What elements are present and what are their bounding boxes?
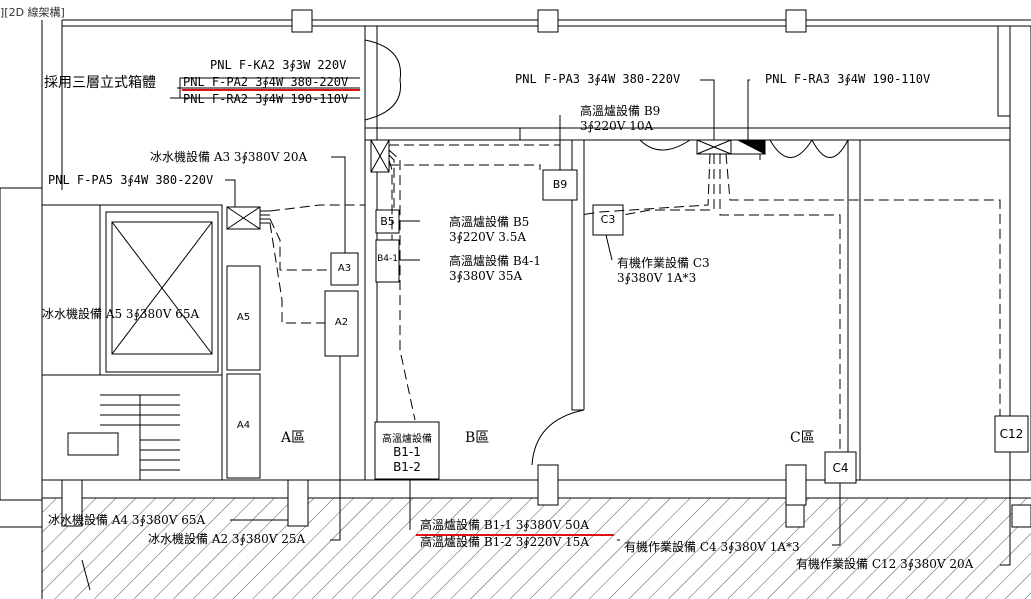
highlight-underlines [182, 89, 614, 536]
hatched-corridor [42, 498, 1031, 599]
box-a5: A5 [236, 312, 251, 323]
leader-lines [170, 77, 1011, 566]
label-b5-line1: 高溫爐設備 B5 [449, 215, 530, 229]
label-a2: 冰水機設備 A2 3∮380V 25A [148, 532, 306, 546]
box-c3: C3 [600, 213, 616, 226]
label-b1-2: 高溫爐設備 B1-2 3∮220V 15A [420, 535, 589, 549]
b-equipment-boxes [374, 169, 578, 480]
panel-pa3-label: PNL F-PA3 3∮4W 380-220V [515, 72, 681, 86]
box-b1-2: B1-2 [393, 460, 421, 474]
top-columns [291, 9, 807, 33]
panel-ra3-label: PNL F-RA3 3∮4W 190-110V [765, 72, 931, 86]
label-a3: 冰水機設備 A3 3∮380V 20A [150, 150, 308, 164]
panel-pa3-symbol [696, 139, 732, 155]
left-marks [0, 526, 91, 591]
box-a2: A2 [334, 317, 349, 328]
box-b5: B5 [380, 215, 395, 228]
box-c4: C4 [832, 461, 849, 475]
label-c4: 有機作業設備 C4 3∮380V 1A*3 [624, 540, 800, 554]
label-b9-line1: 高溫爐設備 B9 [580, 104, 661, 118]
view-tab-label[interactable]: ][2D 線架構] [0, 6, 65, 19]
staircase [41, 374, 223, 481]
label-c3-line1: 有機作業設備 C3 [617, 256, 710, 270]
panel-pa5-label: PNL F-PA5 3∮4W 380-220V [48, 173, 214, 187]
label-c3-line2: 3∮380V 1A*3 [617, 271, 697, 285]
zone-a-label: A區 [281, 430, 306, 446]
label-b4-line2: 3∮380V 35A [449, 269, 523, 283]
box-a4: A4 [236, 420, 251, 431]
box-a3: A3 [337, 263, 352, 274]
label-b1-1: 高溫爐設備 B1-1 3∮380V 50A [420, 518, 589, 532]
b-room-walls [364, 127, 1010, 480]
bottom-wall [42, 479, 1031, 499]
door-top [364, 26, 402, 128]
a-equipment-boxes [226, 265, 261, 479]
box-b4: B4-1 [377, 254, 398, 264]
panel-ka2-label: PNL F-KA2 3∮3W 220V [210, 58, 347, 72]
label-a4: 冰水機設備 A4 3∮380V 65A [48, 513, 206, 527]
zone-b-label: B區 [465, 430, 490, 446]
c-room-doors [639, 139, 849, 158]
panel-pa5-symbol [226, 206, 270, 230]
label-b4-line1: 高溫爐設備 B4-1 [449, 254, 541, 268]
zone-c-label: C區 [790, 430, 815, 446]
box-b9: B9 [552, 178, 568, 191]
box-b1-1: B1-1 [393, 445, 421, 459]
panel-pa2-symbol [370, 139, 390, 173]
label-b5-line2: 3∮220V 3.5A [449, 230, 527, 244]
c-equipment-boxes [592, 204, 1029, 484]
label-a5: 冰水機設備 A5 3∮380V 65A [42, 307, 200, 321]
bottom-columns [61, 464, 1031, 528]
panel-pa2-label: PNL F-PA2 3∮4W 380-220V [183, 75, 349, 89]
label-c12: 有機作業設備 C12 3∮380V 20A [796, 557, 974, 571]
label-b9-line2: 3∮220V 10A [580, 119, 654, 133]
box-c12: C12 [999, 427, 1024, 441]
dashed-wiring [269, 144, 1001, 452]
right-wall [997, 25, 1031, 480]
elevator-shaft [41, 204, 223, 376]
box-b1-title: 高溫爐設備 [382, 434, 432, 445]
panel-ra2-label: PNL F-RA2 3∮4W 190-110V [183, 92, 349, 106]
cabinet-note: 採用三層立式箱體 [44, 75, 156, 91]
panel-ra3-symbol [730, 139, 766, 155]
